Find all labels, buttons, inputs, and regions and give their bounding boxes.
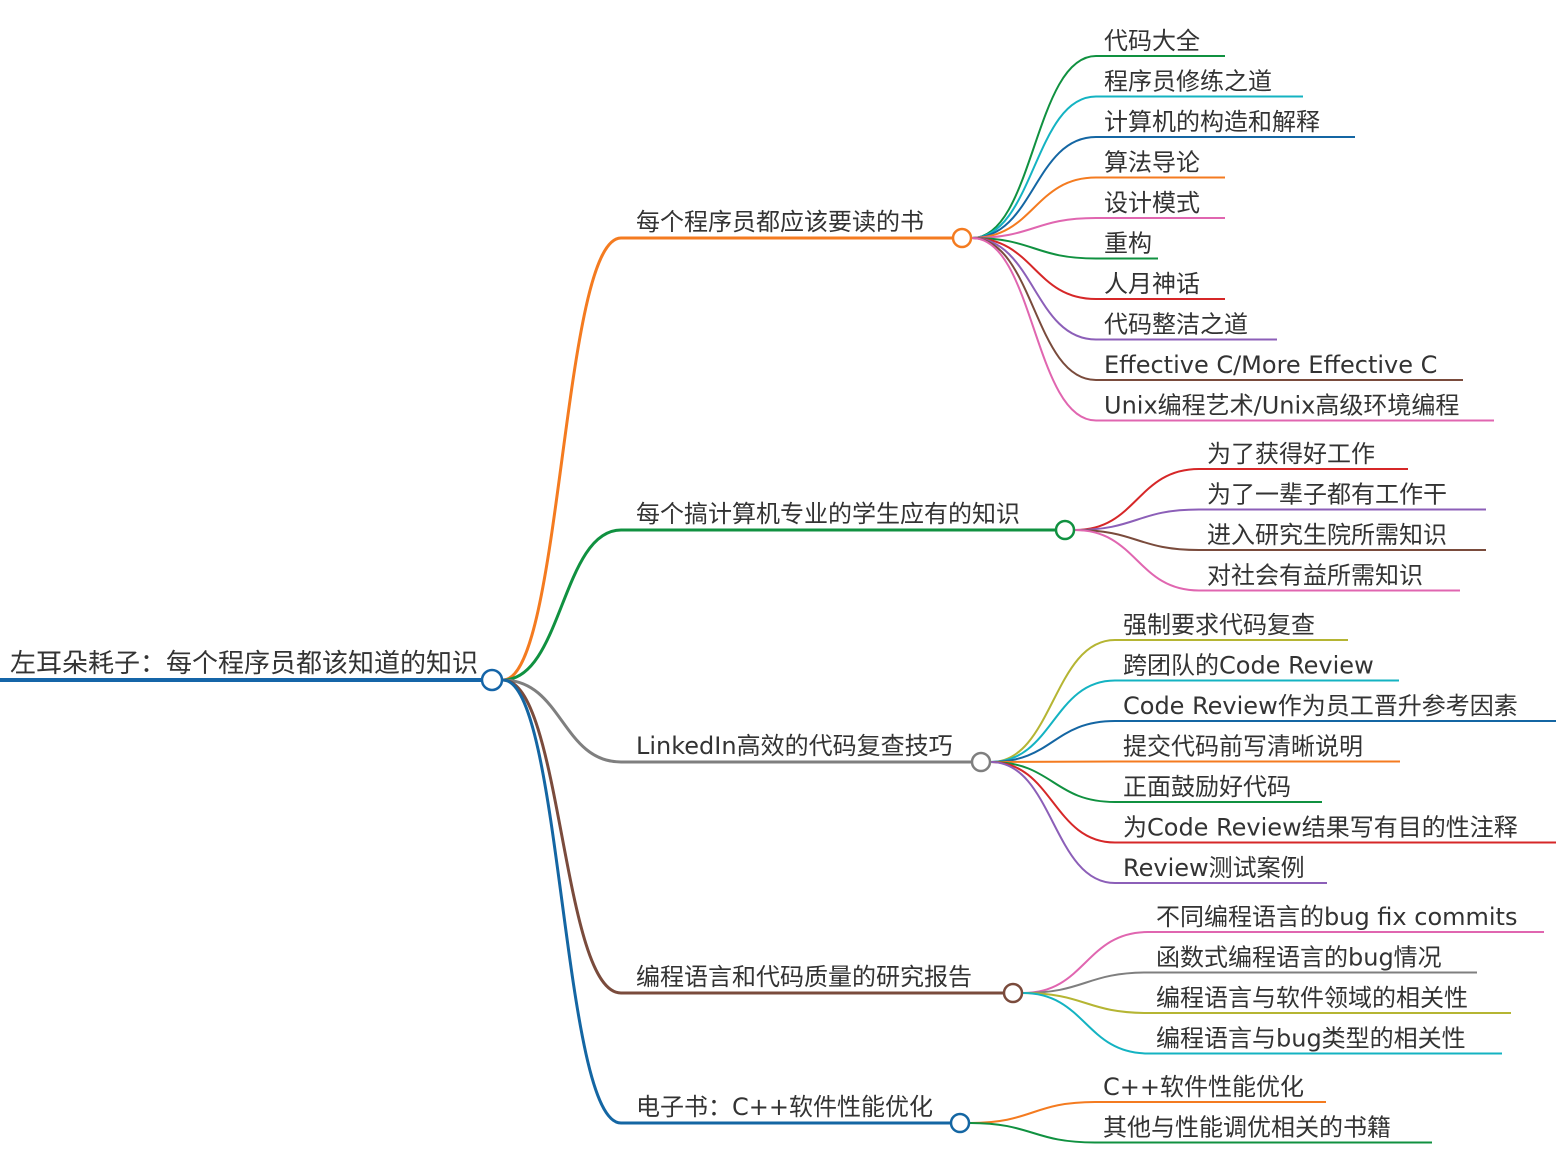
leaf-topic-label[interactable]: 强制要求代码复查: [1123, 611, 1315, 639]
leaf-topic-label[interactable]: 代码大全: [1104, 27, 1200, 55]
leaf-topic-label[interactable]: Code Review作为员工晋升参考因素: [1123, 692, 1518, 720]
leaf-topic-label[interactable]: 计算机的构造和解释: [1104, 108, 1320, 136]
branch-collapse-toggle[interactable]: [951, 227, 973, 249]
branch-connector: [502, 678, 622, 1125]
branch-collapse-toggle[interactable]: [970, 751, 992, 773]
leaf-connector: [1074, 529, 1200, 551]
leaf-connector: [971, 55, 1097, 239]
leaf-topic-label[interactable]: 人月神话: [1104, 270, 1200, 298]
leaf-topic-label[interactable]: Unix编程艺术/Unix高级环境编程: [1104, 392, 1459, 420]
leaf-topic-label[interactable]: 重构: [1104, 230, 1152, 258]
leaf-connector: [971, 237, 1097, 260]
branch-connector: [502, 236, 622, 682]
leaf-topic-label[interactable]: 代码整洁之道: [1104, 311, 1248, 339]
leaf-connector: [971, 217, 1097, 239]
leaf-connector: [971, 95, 1097, 239]
leaf-connector: [1022, 971, 1149, 994]
leaf-topic-label[interactable]: 为了获得好工作: [1207, 440, 1375, 468]
leaf-connector: [971, 237, 1097, 300]
leaf-topic-label[interactable]: 为了一辈子都有工作干: [1207, 481, 1447, 509]
branch-connector: [502, 678, 622, 764]
leaf-topic-label[interactable]: 编程语言与bug类型的相关性: [1156, 1025, 1466, 1053]
leaf-connector: [1022, 992, 1149, 1055]
leaf-topic-label[interactable]: 跨团队的Code Review: [1123, 652, 1374, 680]
branch-topic-label[interactable]: 电子书：C++软件性能优化: [636, 1093, 933, 1121]
leaf-topic-label[interactable]: 为Code Review结果写有目的性注释: [1123, 814, 1518, 842]
leaf-connector: [971, 176, 1097, 239]
root-topic-label[interactable]: 左耳朵耗子：每个程序员都该知道的知识: [10, 649, 478, 679]
leaf-connector: [969, 1122, 1096, 1144]
leaf-connector: [1074, 508, 1200, 531]
branch-topic-label[interactable]: 编程语言和代码质量的研究报告: [636, 963, 972, 991]
root-collapse-toggle[interactable]: [480, 668, 504, 692]
branch-connector: [502, 678, 622, 995]
leaf-connector: [971, 237, 1097, 422]
leaf-connector: [990, 761, 1116, 844]
leaf-connector: [969, 1101, 1096, 1124]
leaf-topic-label[interactable]: 算法导论: [1104, 149, 1200, 177]
branch-collapse-toggle[interactable]: [949, 1112, 971, 1134]
leaf-connector: [1022, 931, 1149, 994]
leaf-topic-label[interactable]: 函数式编程语言的bug情况: [1156, 944, 1442, 972]
leaf-connector: [1022, 992, 1149, 1014]
leaf-connector: [990, 761, 1116, 803]
leaf-topic-label[interactable]: C++软件性能优化: [1103, 1073, 1304, 1101]
leaf-connector: [971, 136, 1097, 239]
leaf-topic-label[interactable]: Review测试案例: [1123, 854, 1305, 882]
branch-topic-label[interactable]: LinkedIn高效的代码复查技巧: [636, 732, 953, 760]
leaf-topic-label[interactable]: 编程语言与软件领域的相关性: [1156, 984, 1468, 1012]
leaf-connector: [1074, 468, 1200, 531]
leaf-topic-label[interactable]: 进入研究生院所需知识: [1207, 521, 1447, 549]
leaf-connector: [971, 237, 1097, 341]
branch-connector: [502, 528, 622, 682]
leaf-topic-label[interactable]: 正面鼓励好代码: [1123, 773, 1291, 801]
branch-collapse-toggle[interactable]: [1054, 519, 1076, 541]
branch-topic-label[interactable]: 每个程序员都应该要读的书: [636, 208, 924, 236]
leaf-topic-label[interactable]: 程序员修练之道: [1104, 68, 1272, 96]
leaf-topic-label[interactable]: Effective C/More Effective C: [1104, 351, 1437, 379]
leaf-topic-label[interactable]: 其他与性能调优相关的书籍: [1103, 1114, 1391, 1142]
leaf-connector: [971, 237, 1097, 381]
leaf-connector: [990, 720, 1116, 763]
leaf-topic-label[interactable]: 不同编程语言的bug fix commits: [1156, 903, 1517, 931]
branch-collapse-toggle[interactable]: [1002, 982, 1024, 1004]
leaf-topic-label[interactable]: 对社会有益所需知识: [1207, 562, 1423, 590]
leaf-connector: [990, 760, 1116, 763]
leaf-connector: [1074, 529, 1200, 592]
leaf-connector: [990, 761, 1116, 884]
leaf-topic-label[interactable]: 设计模式: [1104, 189, 1200, 217]
leaf-connector: [990, 679, 1116, 763]
leaf-connector: [990, 639, 1116, 763]
leaf-topic-label[interactable]: 提交代码前写清晰说明: [1123, 733, 1363, 761]
branch-topic-label[interactable]: 每个搞计算机专业的学生应有的知识: [636, 500, 1020, 528]
